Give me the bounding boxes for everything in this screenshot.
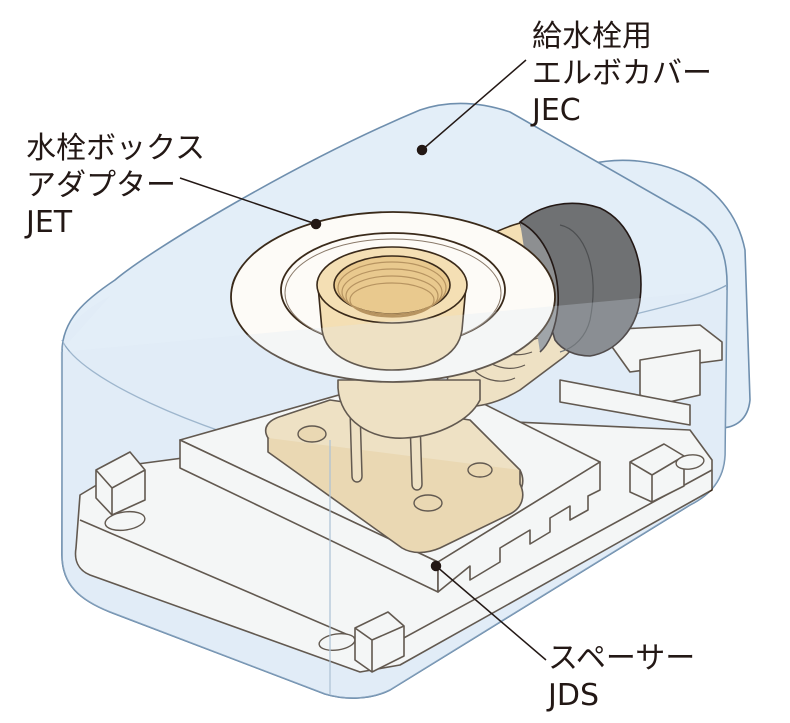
label-spacer-line1: スペーサー [548,641,696,676]
leader-dot-jet [310,218,322,230]
label-adapter-code: JET [26,205,73,240]
label-adapter: 水栓ボックス アダプター JET [26,130,205,241]
leader-dot-jec [416,144,428,156]
label-elbow-cover-code: JEC [532,93,581,128]
label-elbow-cover-line1: 給水栓用 [532,19,652,54]
threaded-socket [316,246,468,371]
label-adapter-line2: アダプター [26,168,176,203]
label-spacer-code: JDS [548,678,599,713]
leader-line-jds [435,565,547,661]
leader-dot-jds [430,560,442,572]
label-elbow-cover: 給水栓用 エルボカバー JEC [532,18,712,129]
label-adapter-line1: 水栓ボックス [26,131,206,166]
elbow-cover-front [61,352,691,699]
leader-line-jec [421,59,527,151]
label-elbow-cover-line2: エルボカバー [532,56,712,91]
leader-lines [179,59,547,661]
elbow-ridges [469,327,539,382]
label-spacer: スペーサー JDS [548,640,695,714]
cover-overlay [60,290,727,699]
adapter-flange [264,399,524,554]
flange-holes [297,425,493,512]
tray-holes [104,454,705,652]
leader-line-jet [179,177,317,225]
